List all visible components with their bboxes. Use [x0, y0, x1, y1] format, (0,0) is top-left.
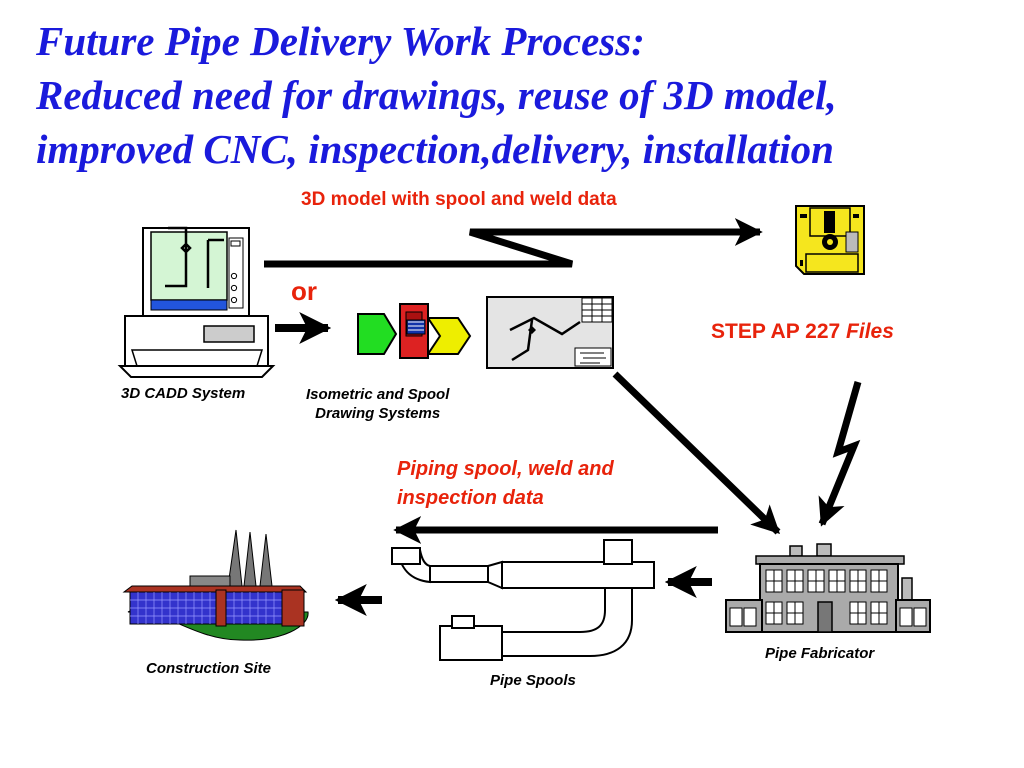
computer-icon [117, 226, 276, 378]
step-prefix: STEP AP 227 [711, 320, 841, 343]
factory-window [743, 607, 757, 627]
factory-window-frame [766, 602, 782, 624]
step-files-link [818, 381, 862, 527]
iso-label: Isometric and Spool Drawing Systems [306, 385, 449, 423]
factory-window-frame [808, 570, 824, 592]
factory-window-frame [766, 570, 782, 592]
sheet-to-fabricator-arrow [612, 371, 781, 535]
factory-window-frame [871, 570, 887, 592]
factory-window-frame [871, 602, 887, 624]
construction-site-icon [122, 529, 309, 641]
model-data-link [264, 218, 763, 268]
or-callout: or [291, 276, 317, 306]
slide-title: Future Pipe Delivery Work Process: Reduc… [36, 14, 1006, 176]
floppy-disk-icon [795, 205, 865, 275]
spools-label: Pipe Spools [490, 672, 576, 689]
model-data-callout: 3D model with spool and weld data [301, 189, 617, 210]
drawing-sheet-icon [486, 296, 614, 369]
pipe-spools-icon [391, 539, 655, 661]
site-label: Construction Site [146, 660, 272, 677]
drawing-systems-icon [357, 303, 472, 359]
piping-data-line-1: Piping spool, weld and [397, 458, 614, 480]
fabricator-label: Pipe Fabricator [765, 645, 875, 662]
title-line-2: Reduced need for drawings, reuse of 3D m… [36, 72, 837, 118]
cadd-label: 3D CADD System [121, 385, 246, 402]
factory-window [729, 607, 743, 627]
iso-label-line-2: Drawing Systems [315, 405, 441, 422]
title-line-3: improved CNC, inspection,delivery, insta… [36, 126, 834, 172]
step-files-word: Files [846, 320, 894, 343]
factory-window-frame [850, 602, 866, 624]
factory-window [899, 607, 913, 627]
piping-data-line-2: inspection data [397, 487, 544, 509]
factory-window [913, 607, 927, 627]
step-files-callout: STEP AP 227 Files [711, 320, 894, 344]
factory-icon [725, 543, 931, 633]
factory-window-frame [829, 570, 845, 592]
factory-window-frame [850, 570, 866, 592]
title-line-1: Future Pipe Delivery Work Process: [36, 18, 645, 64]
piping-data-callout: Piping spool, weld and inspection data [397, 455, 614, 513]
factory-window-frame [787, 570, 803, 592]
factory-window-frame [787, 602, 803, 624]
iso-label-line-1: Isometric and Spool [306, 386, 450, 403]
